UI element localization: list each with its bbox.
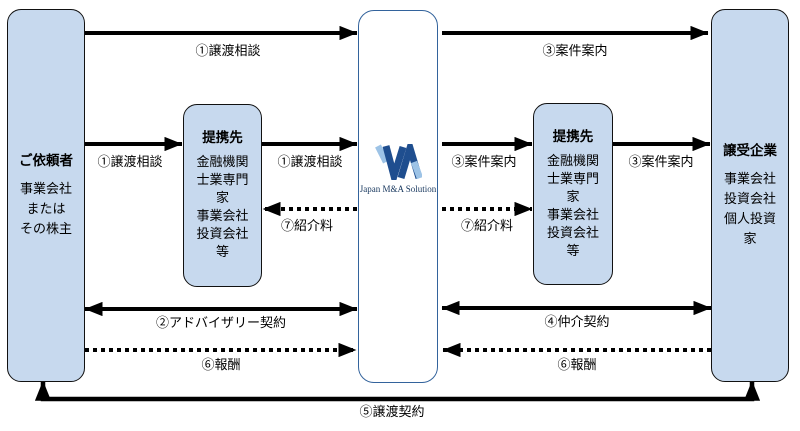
logo-text: Japan M&A Solution [359, 183, 437, 194]
label-referral-left: ⑦紹介料 [280, 219, 334, 234]
label-transfer-client-partner: ①譲渡相談 [97, 155, 163, 170]
label-transfer-top: ①譲渡相談 [195, 44, 261, 59]
company-logo: Japan M&A Solution [359, 143, 437, 194]
label-fee-right: ⑥報酬 [557, 358, 597, 373]
client-body: 事業会社 または その株主 [19, 181, 72, 237]
label-advisory: ②アドバイザリー契約 [155, 316, 287, 331]
partner-right-body: 金融機関 士業専門 家 事業会社 投資会社 等 [546, 153, 599, 259]
label-referral-right: ⑦紹介料 [460, 219, 514, 234]
client-box: ご依頼者 事業会社 または その株主 [7, 9, 85, 382]
acquirer-box: 譲受企業 事業会社 投資会社 個人投資 家 [711, 9, 789, 382]
label-transfer-contract: ⑤譲渡契約 [359, 405, 425, 420]
label-transfer-partner-hub: ①譲渡相談 [277, 155, 343, 170]
label-fee-left: ⑥報酬 [201, 358, 241, 373]
label-case-partner-acquirer: ③案件案内 [628, 155, 694, 170]
client-title: ご依頼者 [19, 152, 73, 169]
label-case-hub-partner: ③案件案内 [451, 155, 517, 170]
partner-left-title: 提携先 [202, 130, 243, 146]
partner-right-box: 提携先 金融機関 士業専門 家 事業会社 投資会社 等 [533, 103, 613, 285]
acquirer-title: 譲受企業 [723, 142, 777, 159]
partner-right-title: 提携先 [552, 128, 594, 145]
logo-mark-icon [375, 143, 422, 180]
acquirer-body: 事業会社 投資会社 個人投資 家 [723, 171, 776, 247]
partner-left-box: 提携先 金融機関 士業専門 家 事業会社 投資会社 等 [183, 104, 262, 287]
arrow-transfer-contract [34, 380, 761, 402]
partner-left-body: 金融機関 士業専門 家 事業会社 投資会社 等 [196, 155, 249, 260]
label-brokerage: ④仲介契約 [544, 315, 610, 330]
hub-box: Japan M&A Solution [358, 10, 438, 383]
label-case-top: ③案件案内 [542, 44, 608, 59]
